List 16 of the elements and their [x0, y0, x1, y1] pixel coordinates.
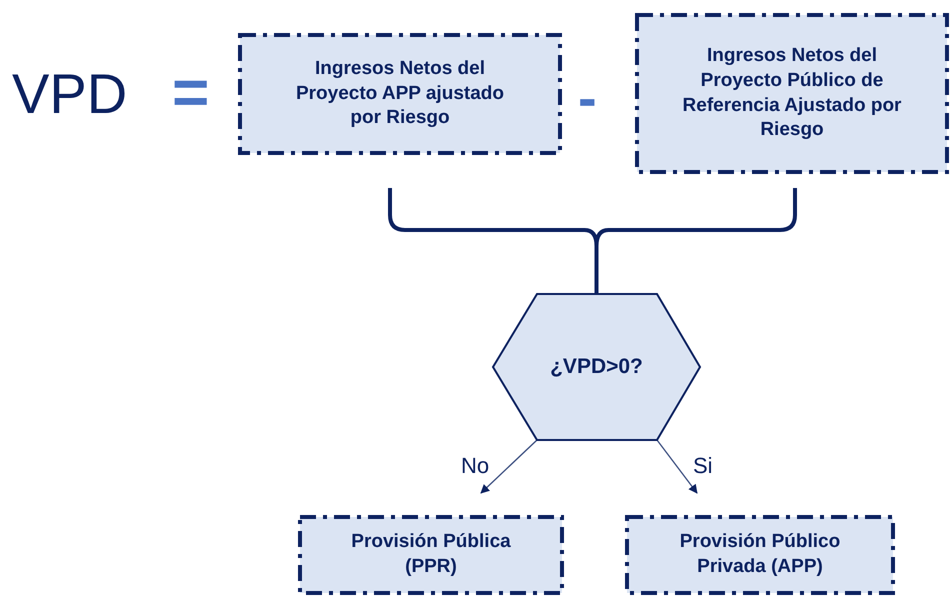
- node-text: Ingresos Netos del Proyecto Público de Referencia Ajustado por Riesgo: [682, 44, 902, 142]
- arrow: [656, 440, 698, 494]
- node-text: ¿VPD>0?: [550, 354, 643, 380]
- formula-term: VPD: [12, 66, 128, 122]
- node-text: Provisión Pública (PPR): [350, 530, 512, 579]
- arrow: [480, 440, 538, 494]
- process-box: [637, 15, 947, 172]
- process-box: [627, 517, 893, 593]
- process-box: [300, 517, 562, 593]
- node-text: Ingresos Netos del Proyecto APP ajustado por Riesgo: [294, 56, 505, 130]
- equals-sign: =: [172, 60, 210, 124]
- brace-connector: [594, 188, 797, 294]
- node-text: Provisión Público Privada (APP): [678, 530, 842, 579]
- minus-sign: -: [578, 70, 597, 126]
- decision-hexagon: [493, 294, 700, 440]
- process-box: [240, 35, 560, 153]
